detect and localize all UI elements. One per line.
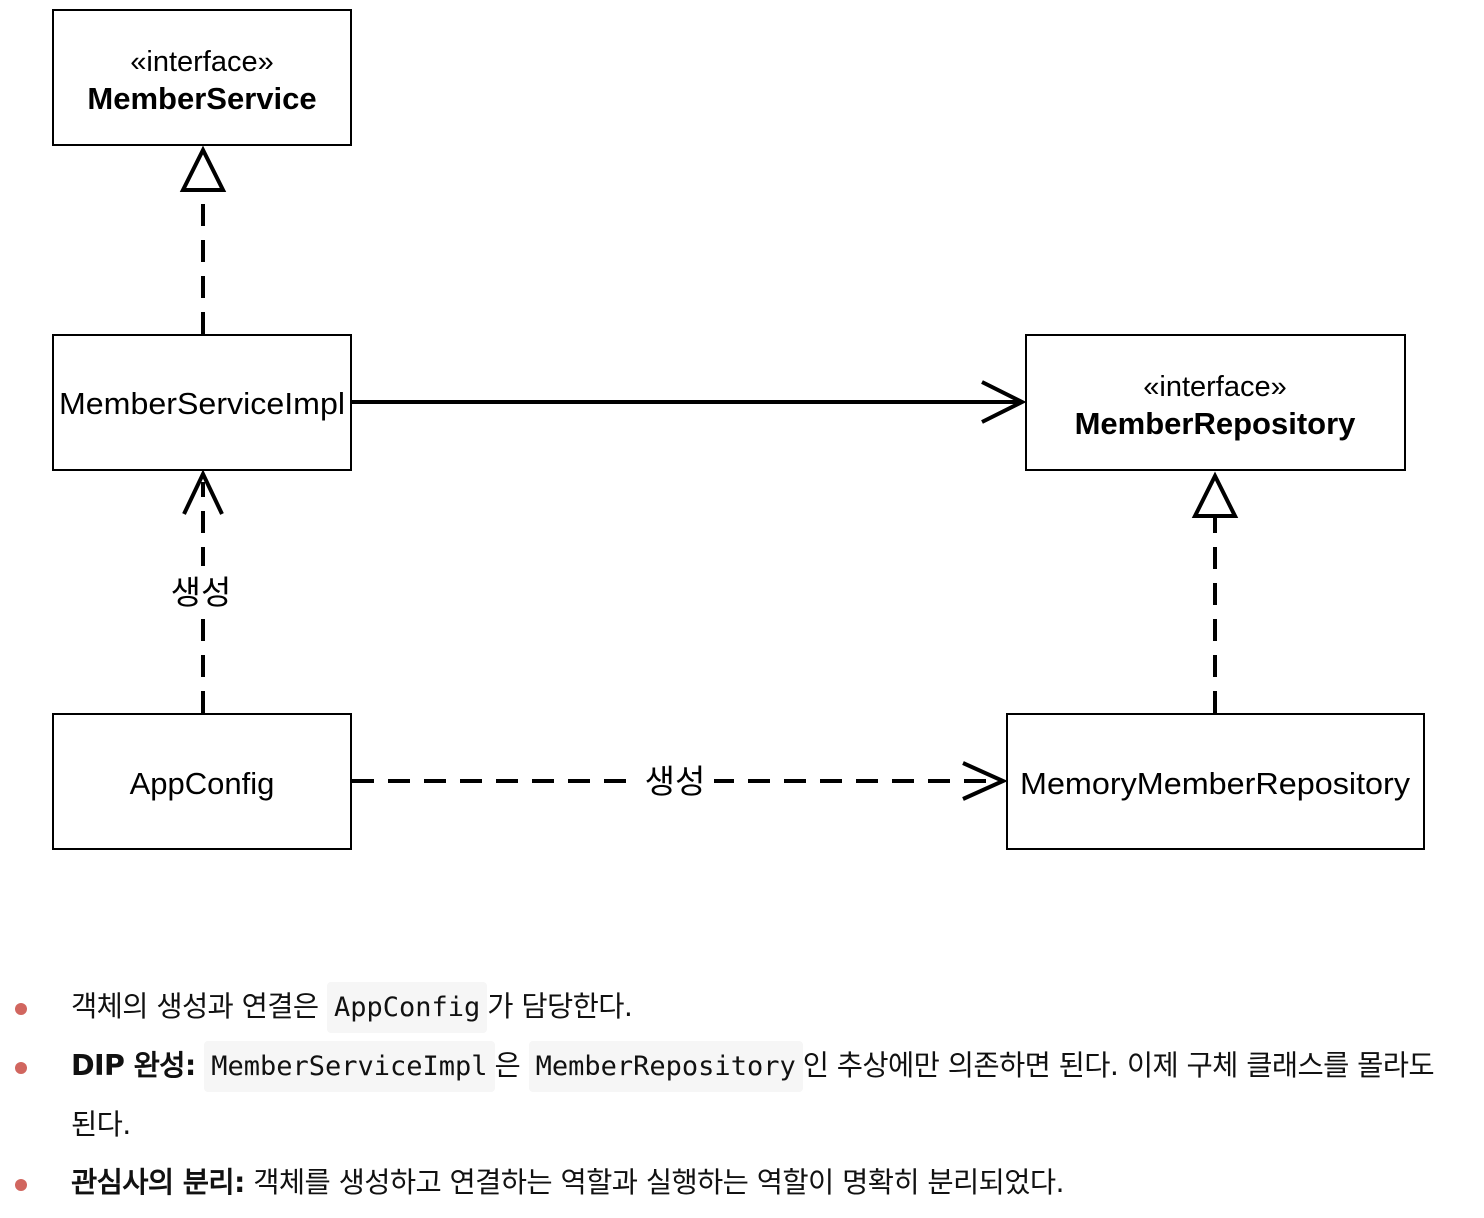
edge-impl-realizes-service <box>179 145 227 334</box>
class-diagram: MemberRepository (association) --> 생성 생성… <box>52 9 1425 850</box>
stereotype-label: «interface» <box>1143 371 1287 403</box>
inline-code: AppConfig <box>326 982 488 1033</box>
edge-label-create-impl: 생성 <box>171 573 232 612</box>
class-name: AppConfig <box>130 766 275 801</box>
class-name: MemberService <box>87 81 316 116</box>
node-member-repository: «interface» MemberRepository <box>1025 334 1406 471</box>
node-memory-member-repository: MemoryMemberRepository <box>1006 713 1425 850</box>
bullet-dot <box>15 1003 27 1015</box>
class-name: MemberRepository <box>1075 406 1357 441</box>
edge-label-create-memory-repo: 생성 <box>645 762 706 801</box>
edge-appconfig-creates-memory-repo: 생성 <box>352 757 1008 803</box>
edge-impl-uses-repository <box>352 380 1027 424</box>
bullet-item-separation: 관심사의 분리: 객체를 생성하고 연결하는 역할과 실행하는 역할이 명확히 … <box>0 1154 1484 1212</box>
inline-code: MemberRepository <box>528 1041 803 1092</box>
bold-label: 관심사의 분리: <box>71 1166 245 1199</box>
bold-label: DIP 완성: <box>71 1049 196 1082</box>
bullet-dot <box>15 1179 27 1191</box>
node-member-service-impl: MemberServiceImpl <box>52 334 352 471</box>
node-member-service: «interface» MemberService <box>52 9 352 146</box>
bullet-dot <box>15 1062 27 1074</box>
node-app-config: AppConfig <box>52 713 352 850</box>
inline-code: MemberServiceImpl <box>204 1041 495 1092</box>
edge-memory-repo-realizes-repository <box>1191 471 1239 713</box>
edge-appconfig-creates-impl: 생성 <box>165 469 241 713</box>
class-name: MemberServiceImpl <box>59 386 345 421</box>
class-name: MemoryMemberRepository <box>1020 766 1411 801</box>
stereotype-label: «interface» <box>130 46 274 78</box>
